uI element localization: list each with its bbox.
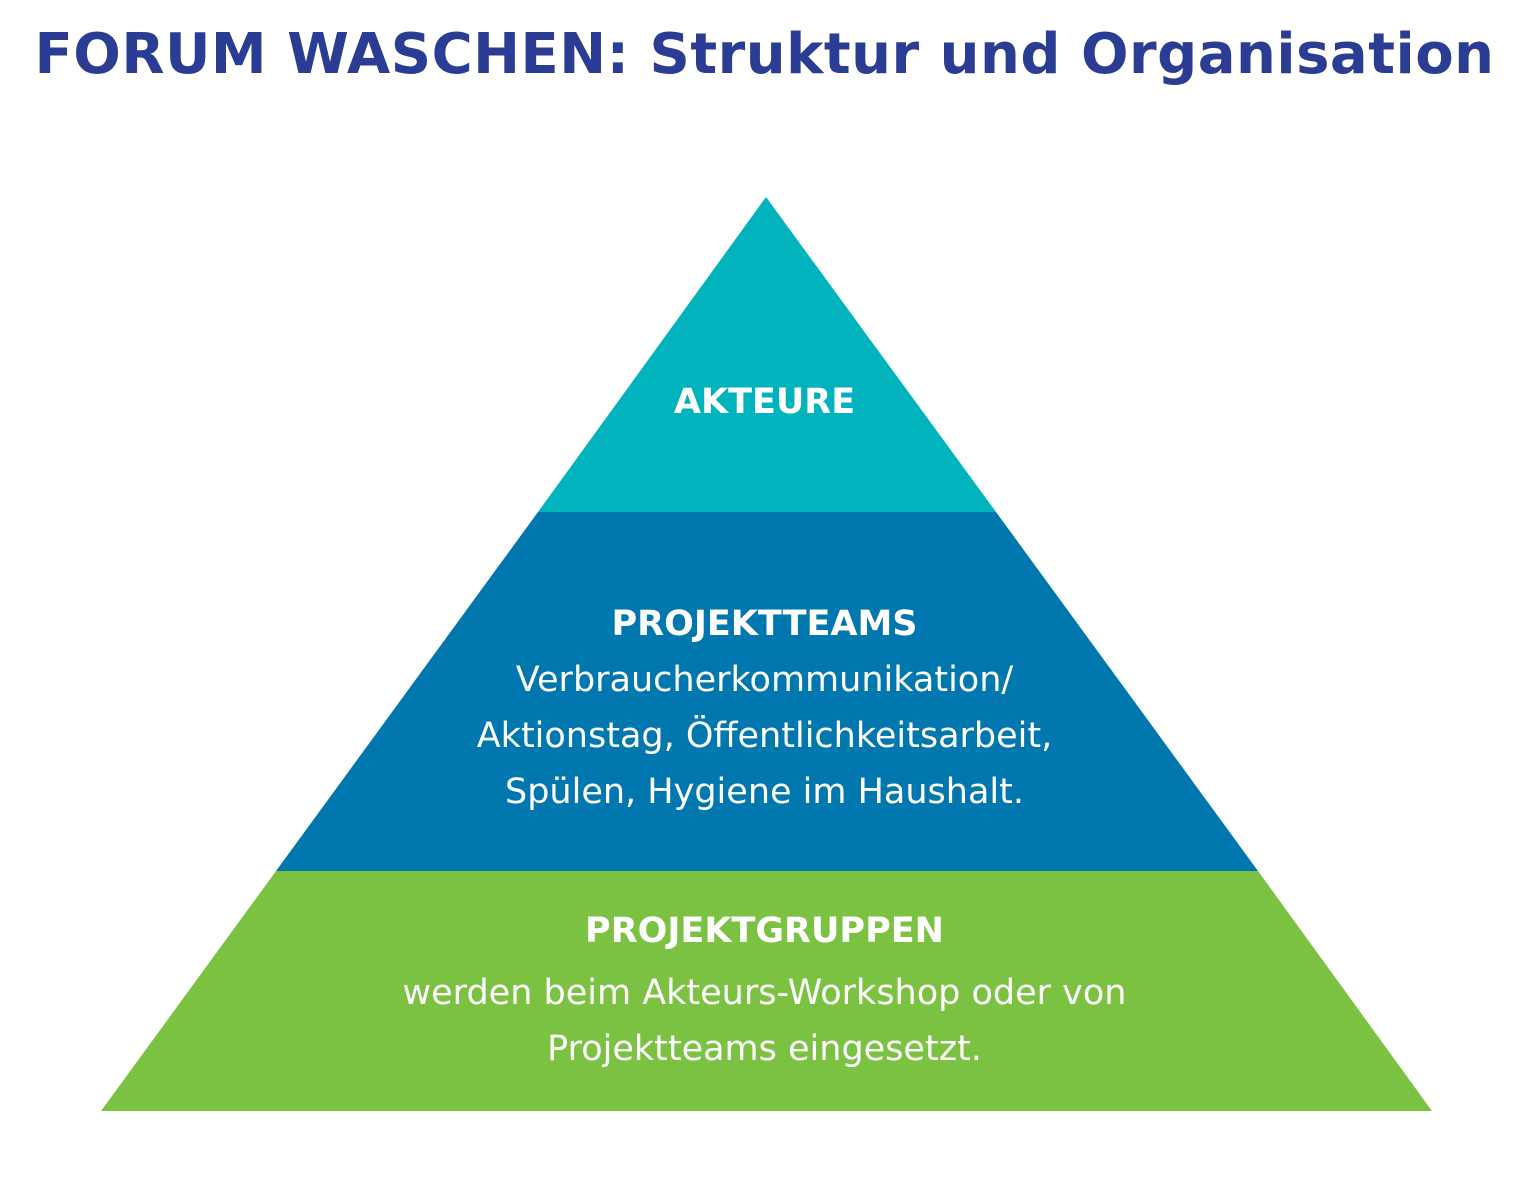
layer-description-line: Projektteams eingesetzt. xyxy=(547,1029,982,1069)
layer-heading-projektteams: PROJEKTTEAMS xyxy=(611,604,918,644)
layer-heading-projektgruppen: PROJEKTGRUPPEN xyxy=(585,911,944,951)
pyramid-layer-bottom xyxy=(101,871,1432,1111)
layer-akteure: AKTEURE xyxy=(0,374,1529,430)
layer-projektteams: PROJEKTTEAMS Verbraucherkommunikation/ A… xyxy=(0,596,1529,820)
pyramid-layer-top xyxy=(538,197,996,512)
layer-description-line: Aktionstag, Öffentlichkeitsarbeit, xyxy=(476,716,1053,756)
layer-description-line: Spülen, Hygiene im Haushalt. xyxy=(505,772,1024,812)
layer-projektgruppen: PROJEKTGRUPPEN werden beim Akteurs-Works… xyxy=(0,903,1529,1077)
layer-description-line: Verbraucherkommunikation/ xyxy=(515,660,1014,700)
page-title: FORUM WASCHEN: Struktur und Organisation xyxy=(34,22,1495,87)
layer-description-line: werden beim Akteurs-Workshop oder von xyxy=(402,973,1127,1013)
layer-heading-akteure: AKTEURE xyxy=(673,382,856,422)
pyramid-layer-middle xyxy=(276,512,1258,871)
